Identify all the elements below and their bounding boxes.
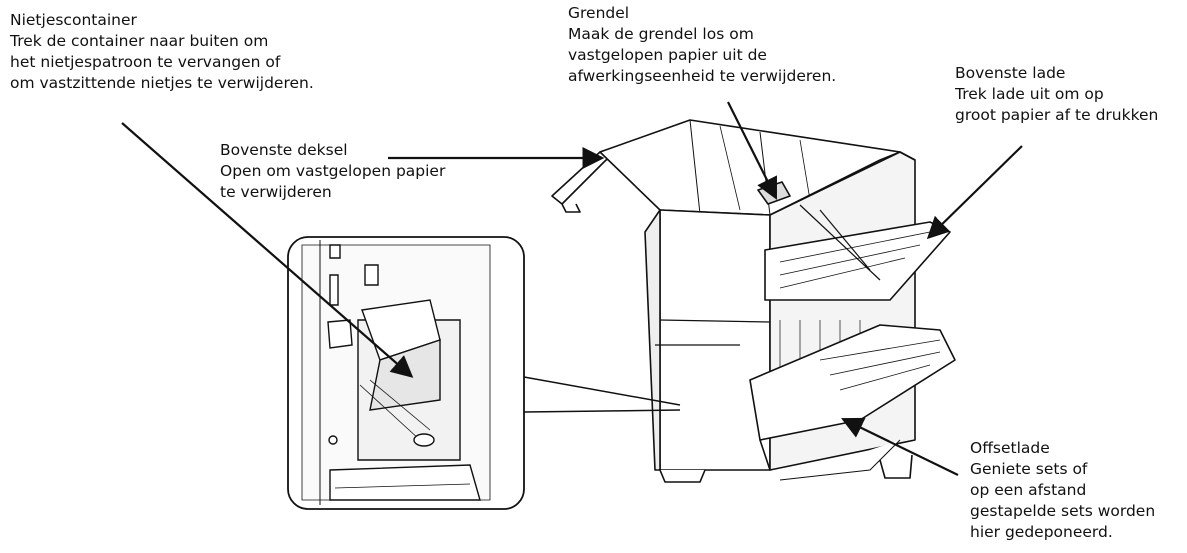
callout-line: Geniete sets of xyxy=(970,460,1088,478)
callout-line: vastgelopen papier uit de xyxy=(568,46,767,64)
zoom-connector-lines xyxy=(523,376,681,413)
leader-top-tray xyxy=(926,145,1023,240)
callout-latch: Grendel Maak de grendel los om vastgelop… xyxy=(568,3,836,87)
callout-title: Bovenste lade xyxy=(955,64,1066,82)
callout-title: Bovenste deksel xyxy=(220,141,348,159)
callout-top-cover: Bovenste deksel Open om vastgelopen papi… xyxy=(220,140,445,203)
callout-line: Trek lade uit om op xyxy=(955,85,1104,103)
callout-title: Nietjescontainer xyxy=(10,11,137,29)
callout-line: afwerkingseenheid te verwijderen. xyxy=(568,67,837,85)
callout-line: te verwijderen xyxy=(220,183,332,201)
staple-inset xyxy=(287,236,525,510)
finisher-illustration xyxy=(551,119,956,483)
callout-line: op een afstand xyxy=(970,481,1087,499)
callout-line: Maak de grendel los om xyxy=(568,25,754,43)
callout-staple-container: Nietjescontainer Trek de container naar … xyxy=(10,10,314,94)
callout-title: Offsetlade xyxy=(970,439,1050,457)
leader-staple-container xyxy=(121,122,414,378)
callout-line: gestapelde sets worden xyxy=(970,502,1156,520)
leader-offset-tray xyxy=(841,417,959,476)
callout-title: Grendel xyxy=(568,4,630,22)
callout-line: Trek de container naar buiten om xyxy=(10,32,269,50)
callout-offset-tray: Offsetlade Geniete sets of op een afstan… xyxy=(970,438,1182,543)
callout-line: om vastzittende nietjes te verwijderen. xyxy=(10,74,314,92)
callout-line: Open om vastgelopen papier xyxy=(220,162,446,180)
leader-latch xyxy=(727,101,777,200)
callout-line: hier gedeponeerd. xyxy=(970,523,1113,541)
callout-line: groot papier af te drukken xyxy=(955,106,1159,124)
callout-line: het nietjespatroon te vervangen of xyxy=(10,53,281,71)
callout-top-tray: Bovenste lade Trek lade uit om op groot … xyxy=(955,63,1187,126)
